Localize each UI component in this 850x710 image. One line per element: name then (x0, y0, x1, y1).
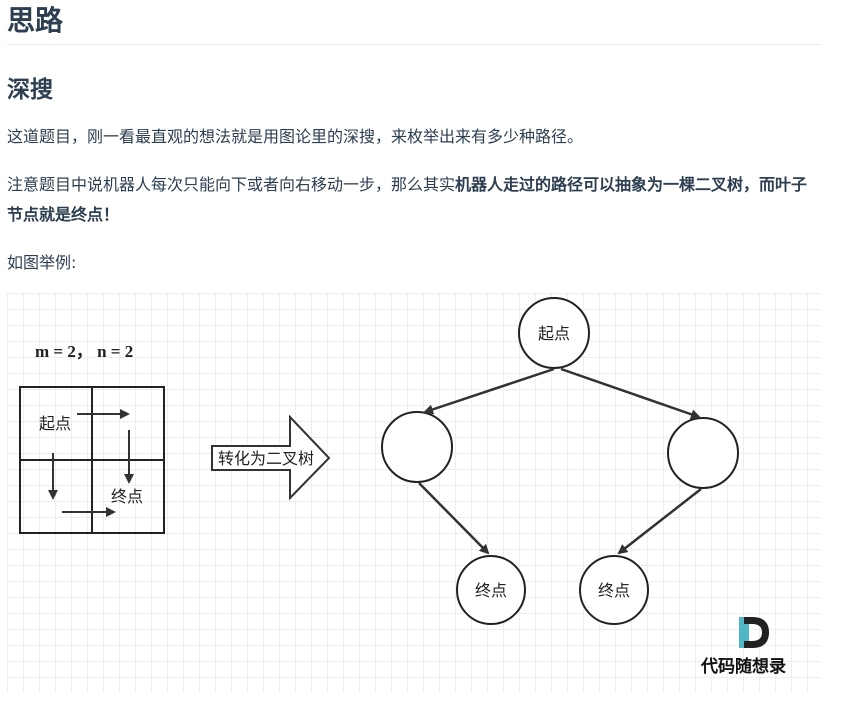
tree-root-node (518, 297, 590, 369)
grid-size-label: m = 2， n = 2 (35, 342, 133, 361)
tree-right-node (667, 417, 739, 489)
heading-divider (7, 44, 821, 45)
tree-root-label: 起点 (538, 324, 570, 343)
tree-edge-right-leaf (617, 488, 702, 555)
tree-leaf-left-label: 终点 (475, 581, 507, 600)
example-figure: m = 2， n = 2 起点 终点 转化为二叉树 起点 终点 (7, 293, 821, 693)
tree-leaf-left-node (456, 555, 526, 625)
grid-end-label: 终点 (111, 487, 143, 506)
tree-left-node (381, 411, 453, 483)
paragraph-note: 注意题目中说机器人每次只能向下或者向右移动一步，那么其实机器人走过的路径可以抽象… (7, 170, 821, 230)
tree-leaf-right-node (579, 555, 649, 625)
tree-edge-left-leaf (418, 482, 490, 555)
section-heading: 思路 (7, 4, 64, 37)
convert-arrow-label: 转化为二叉树 (218, 449, 314, 468)
watermark-logo (739, 617, 769, 648)
paragraph-note-text: 注意题目中说机器人每次只能向下或者向右移动一步，那么其实 (7, 175, 456, 194)
convert-arrow-icon (211, 414, 331, 501)
figure-diagram: m = 2， n = 2 起点 终点 转化为二叉树 起点 终点 (19, 297, 786, 677)
watermark-text: 代码随想录 (700, 656, 786, 677)
tree-edge-root-left (423, 367, 555, 415)
tree-leaf-right-label: 终点 (598, 581, 630, 600)
paragraph-intro: 这道题目，刚一看最直观的想法就是用图论里的深搜，来枚举出来有多少种路径。 (7, 127, 584, 146)
subsection-heading: 深搜 (7, 77, 53, 103)
tree-edge-root-right (560, 367, 701, 420)
paragraph-note-bold: 机器人走过的路径可以抽象为一棵二叉树，而叶子节点就是终点！ (7, 175, 808, 224)
grid-start-label: 起点 (39, 414, 71, 433)
paragraph-example: 如图举例: (7, 253, 77, 272)
grid-2x2 (19, 386, 165, 534)
